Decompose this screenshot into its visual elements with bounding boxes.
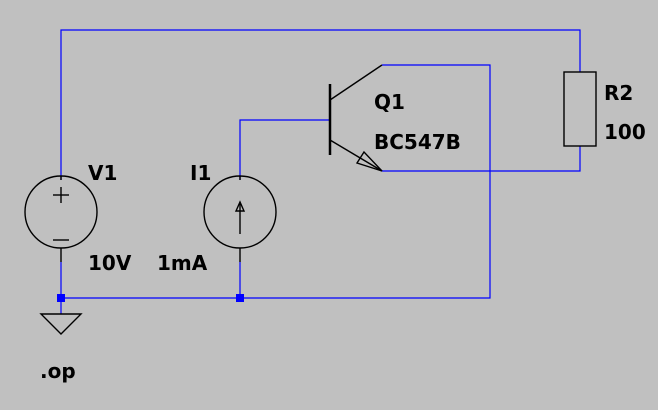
junction-node-i1 [236, 294, 244, 302]
i1-name-label: I1 [190, 161, 211, 185]
voltage-source-v1[interactable] [24, 175, 98, 262]
q1-value-label: BC547B [374, 130, 461, 154]
r2-value-label: 100 [604, 120, 646, 144]
wire-collector[interactable] [61, 64, 491, 299]
emitter-arrow-icon [355, 150, 383, 172]
r2-name-label: R2 [604, 81, 633, 105]
v1-value-label: 10V [88, 251, 132, 275]
junction-node-v1 [57, 294, 65, 302]
transistor-emitter-lead [329, 139, 383, 172]
ground-icon [39, 313, 83, 335]
wire-top-loop[interactable] [60, 29, 581, 180]
transistor-q1[interactable] [328, 64, 383, 172]
wire-r2-to-emitter[interactable] [382, 146, 581, 172]
resistor-icon [563, 71, 597, 147]
transistor-collector-lead [329, 64, 383, 101]
voltage-source-icon [24, 175, 98, 249]
wire-base[interactable] [239, 119, 330, 180]
wires [57, 29, 581, 314]
spice-directive[interactable]: .op [40, 359, 76, 383]
arrowhead-icon [234, 200, 246, 212]
q1-name-label: Q1 [374, 90, 405, 114]
v1-name-label: V1 [88, 161, 117, 185]
resistor-r2[interactable] [563, 71, 597, 147]
i1-value-label: 1mA [157, 251, 208, 275]
current-source-i1[interactable] [203, 175, 277, 262]
